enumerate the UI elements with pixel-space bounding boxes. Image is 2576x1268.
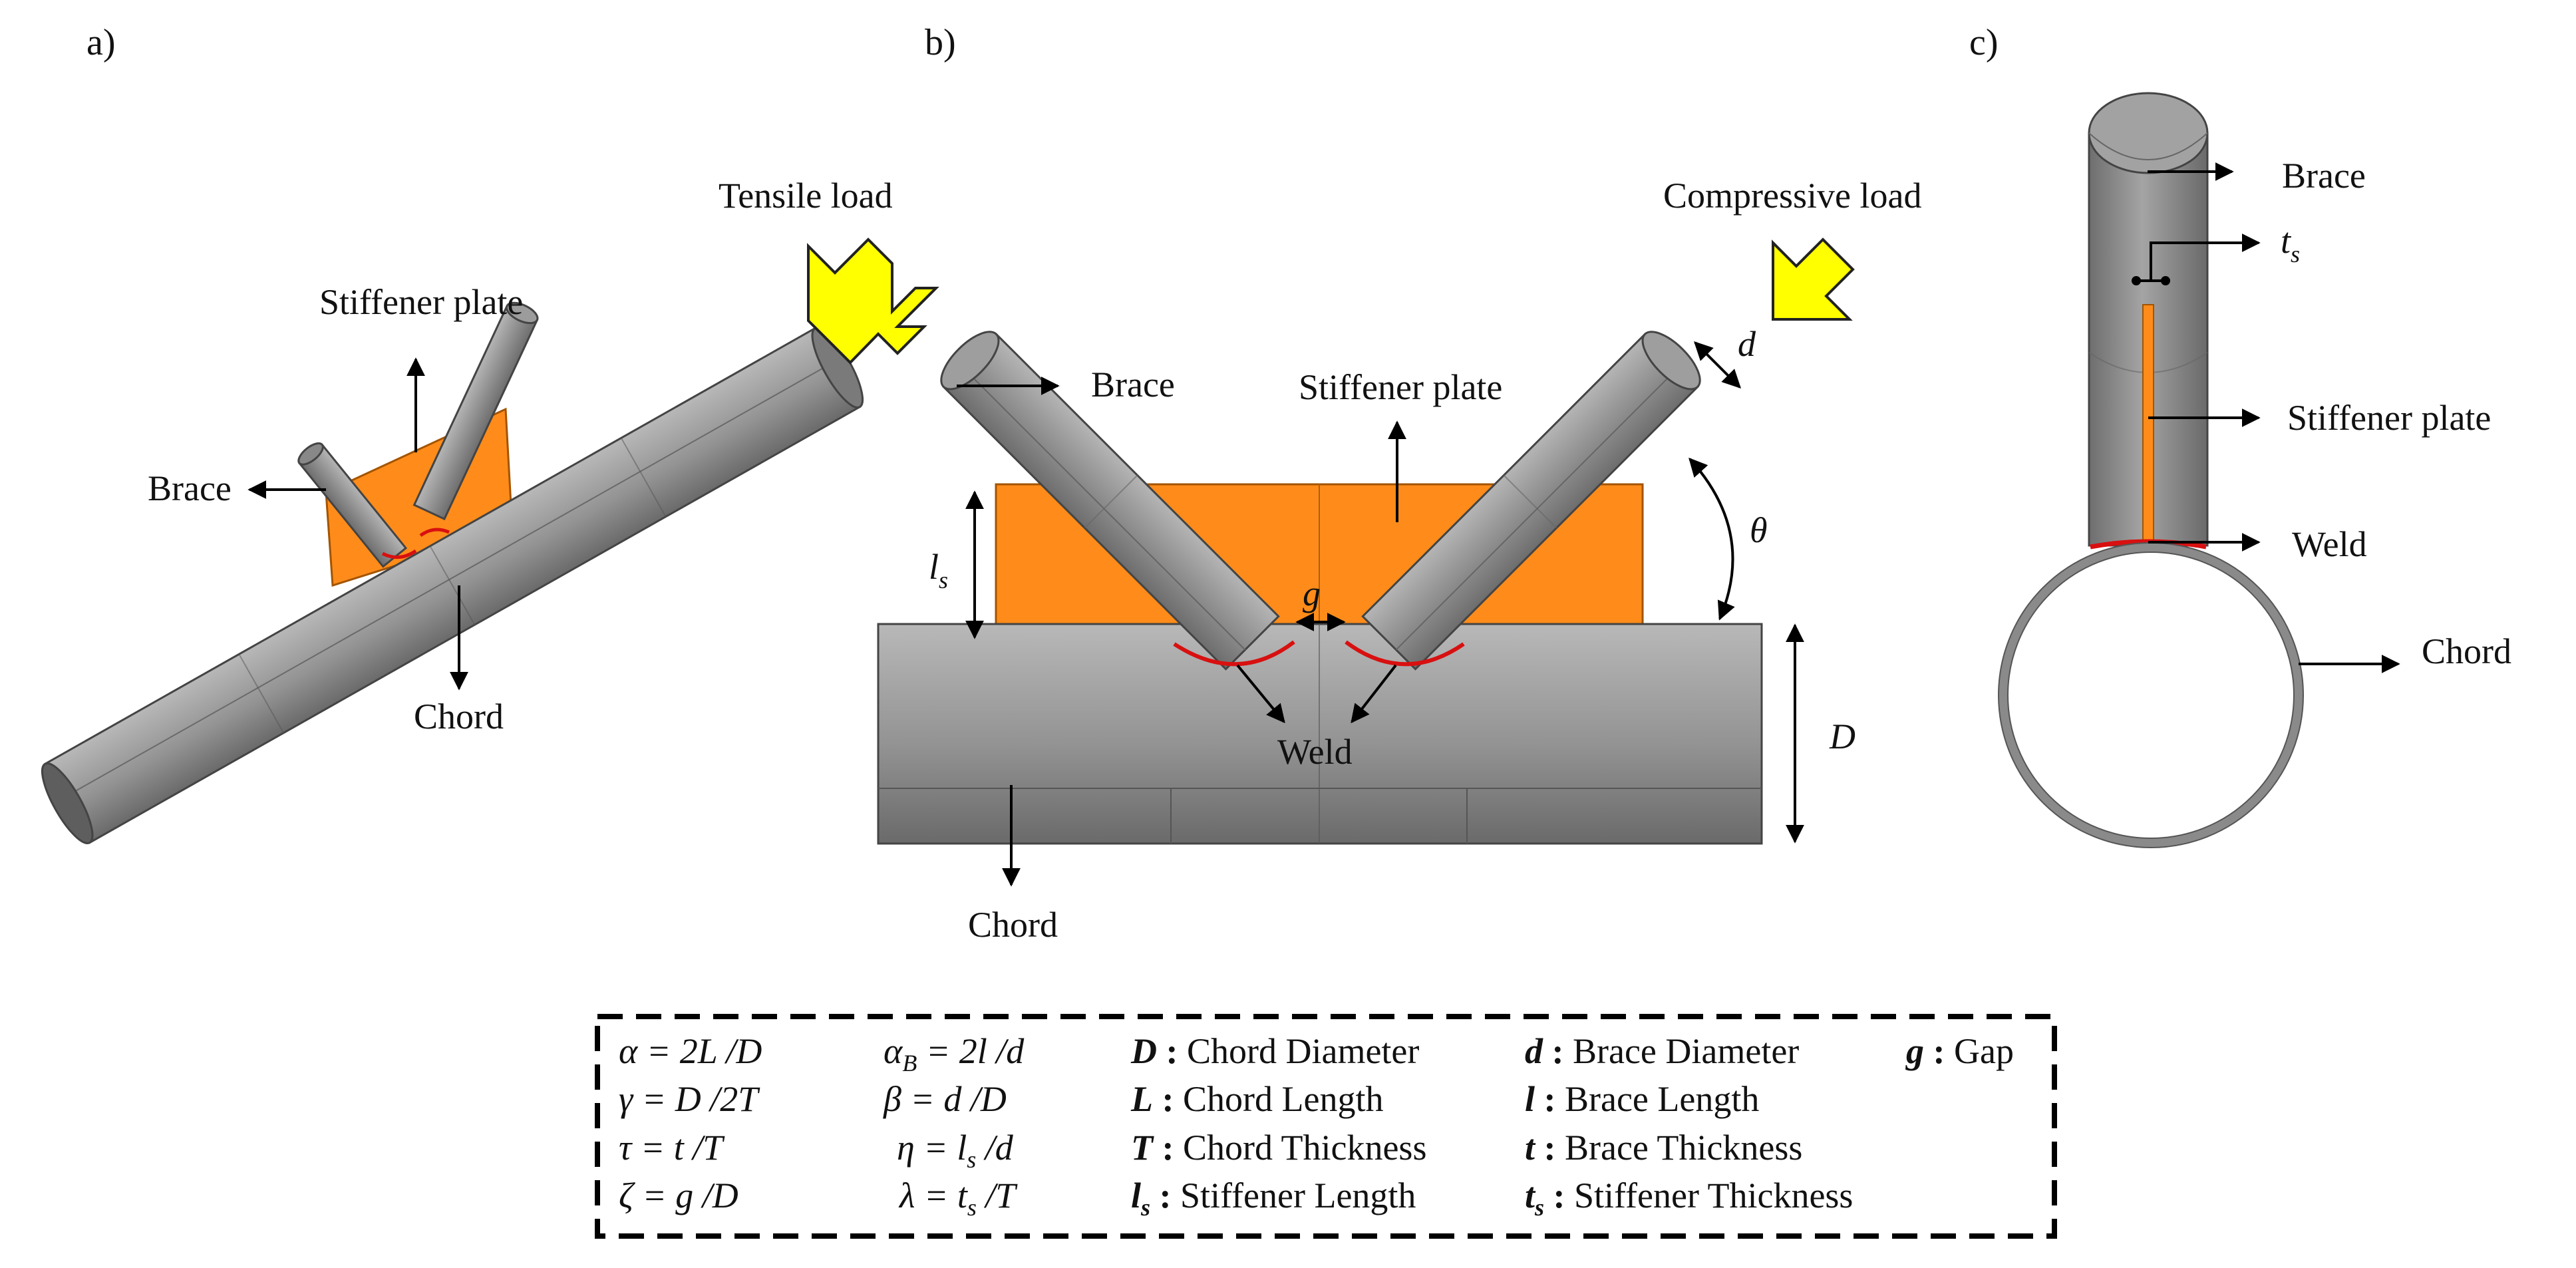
compressive-load-arrow [1772, 238, 1855, 321]
label-stiffener-b: Stiffener plate [1299, 367, 1502, 407]
label-compressive-load: Compressive load [1663, 176, 1921, 216]
parameter-legend: α = 2L /D γ = D /2T τ = t /T ζ = g /D αB… [595, 1014, 2057, 1239]
panel-label-c: c) [1969, 22, 1999, 63]
def-brace-diameter: d : Brace Diameter [1525, 1031, 1799, 1071]
label-brace-a: Brace [148, 468, 232, 508]
formula-lambda: λ = ts /T [898, 1176, 1018, 1221]
brace-right-b [1361, 331, 1701, 671]
label-chord-a: Chord [414, 697, 504, 736]
stiffener-plate-c [2142, 304, 2154, 546]
chord-pipe-a [41, 327, 864, 844]
label-tensile-load: Tensile load [719, 176, 893, 216]
label-weld-b: Weld [1277, 732, 1353, 772]
label-chord-c: Chord [2422, 631, 2511, 671]
weld-b-right [1345, 640, 1465, 667]
formula-alpha: α = 2L /D [619, 1031, 762, 1071]
def-chord-length: L : Chord Length [1130, 1079, 1383, 1119]
chord-ring-c [1999, 543, 2303, 848]
formula-alpha-b: αB = 2l /d [884, 1031, 1025, 1076]
label-weld-c: Weld [2292, 524, 2367, 564]
label-stiffener-c: Stiffener plate [2287, 398, 2491, 438]
def-chord-thickness: T : Chord Thickness [1131, 1128, 1426, 1168]
label-brace-c: Brace [2282, 156, 2366, 196]
chord-pipe-b [877, 623, 1763, 845]
formula-beta: β = d /D [883, 1079, 1007, 1119]
weld-b-left [1173, 640, 1295, 667]
def-brace-thickness: t : Brace Thickness [1525, 1128, 1802, 1168]
panel-b: Tensile load Compressive load Brace Stif… [719, 176, 1921, 945]
label-g-dim: g [1303, 573, 1321, 613]
arrow-weld-b-left [1236, 664, 1285, 724]
formula-gamma: γ = D /2T [619, 1079, 760, 1119]
dim-theta [1689, 457, 1735, 621]
brace-left-b [940, 331, 1280, 671]
brace-right-a [412, 301, 539, 521]
def-stiffener-thickness: ts : Stiffener Thickness [1525, 1176, 1853, 1221]
formula-eta: η = ls /d [897, 1128, 1014, 1173]
panel-label-a: a) [86, 22, 116, 63]
label-theta: θ [1750, 510, 1768, 550]
arrow-weld-b-right [1351, 664, 1397, 724]
label-brace-b: Brace [1091, 365, 1175, 404]
dim-d [1694, 341, 1741, 389]
label-ls-dim: ls [929, 547, 948, 593]
def-brace-length: l : Brace Length [1525, 1079, 1759, 1119]
weld-a-right [419, 528, 450, 538]
formula-tau: τ = t /T [619, 1128, 725, 1168]
panel-c: Brace ts Stiffener plate Weld Chord [1998, 92, 2511, 848]
panel-a: Stiffener plate Brace Chord [41, 282, 864, 844]
label-ts-c: ts [2281, 221, 2300, 267]
label-stiffener-a: Stiffener plate [319, 282, 523, 322]
formula-zeta: ζ = g /D [619, 1176, 738, 1215]
def-chord-diameter: D : Chord Diameter [1130, 1031, 1419, 1071]
panel-label-b: b) [925, 22, 956, 63]
label-chord-b: Chord [968, 905, 1058, 945]
weld-a-left [381, 549, 417, 559]
def-stiffener-length: ls : Stiffener Length [1131, 1176, 1416, 1221]
label-d-dim: d [1738, 324, 1756, 364]
def-gap: g : Gap [1905, 1031, 2014, 1071]
label-D-dim: D [1829, 716, 1855, 756]
tensile-load-arrow [807, 238, 939, 365]
